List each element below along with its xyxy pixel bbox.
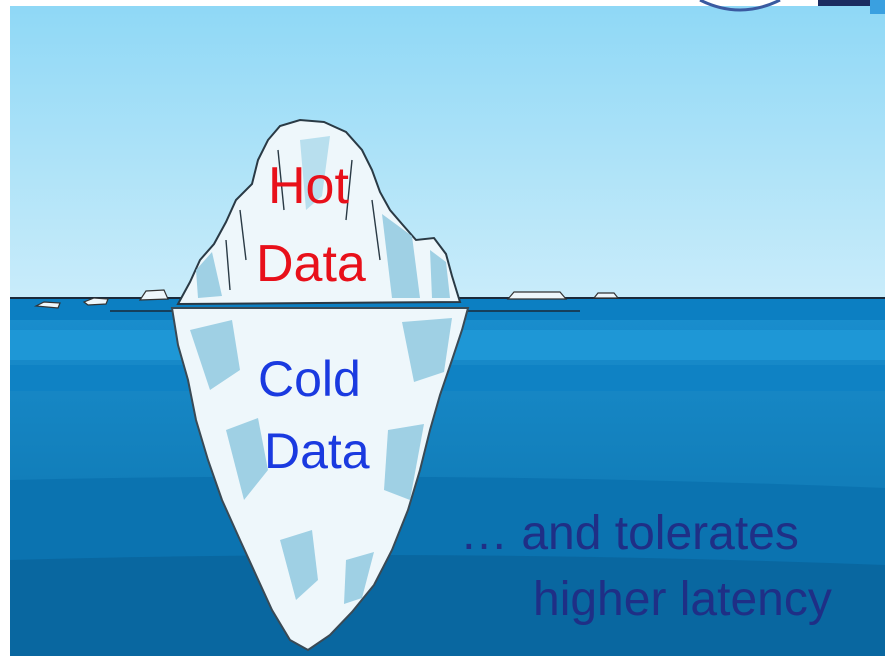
ice-float — [138, 289, 169, 301]
iceberg-shade — [300, 136, 330, 210]
hot-data-label-line1: Hot — [268, 157, 349, 215]
ice-float — [82, 297, 109, 306]
iceberg-shade — [190, 320, 240, 390]
logo-fragment — [870, 0, 885, 14]
iceberg-shade — [344, 552, 374, 604]
iceberg-shade — [430, 250, 450, 298]
iceberg-submerged — [170, 307, 470, 652]
iceberg-shade — [384, 424, 424, 500]
iceberg-shade — [196, 252, 222, 298]
ice-float — [592, 292, 620, 299]
ice-float — [506, 291, 568, 300]
water-band — [10, 555, 885, 656]
iceberg-shade — [382, 214, 420, 298]
iceberg-shade — [402, 318, 452, 382]
tagline-line1: … and tolerates — [460, 507, 799, 560]
logo-fragment — [699, 0, 781, 12]
iceberg-crack — [225, 149, 381, 291]
tagline-line2: higher latency — [533, 573, 832, 626]
ice-float — [33, 301, 61, 309]
cold-data-label-line1: Cold — [258, 351, 361, 407]
iceberg-shade — [280, 530, 318, 600]
hot-data-label-line2: Data — [256, 235, 366, 293]
cold-data-label-line2: Data — [264, 423, 370, 479]
sky-background — [10, 6, 885, 298]
logo-fragment — [818, 0, 870, 6]
iceberg-shade — [226, 418, 268, 500]
